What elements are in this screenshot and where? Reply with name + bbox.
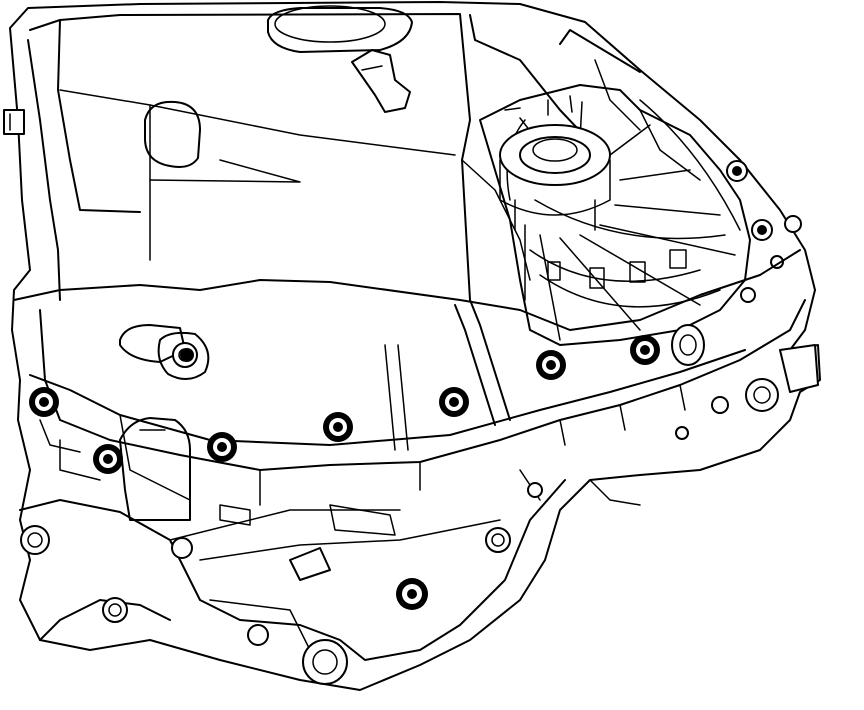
top-bearing-boss [267, 5, 413, 113]
flange-bolts [29, 335, 660, 610]
flange-bolt-7 [630, 335, 660, 365]
lower-bosses [20, 324, 729, 685]
output-stub [745, 344, 819, 412]
flange-bolt-6 [536, 350, 566, 380]
flange-bolt-8 [396, 578, 428, 610]
flange-bolt-2 [93, 444, 123, 474]
left-tab [3, 109, 25, 135]
case-flange [13, 249, 806, 521]
end-cover [479, 29, 751, 346]
flange-bolt-1 [29, 387, 59, 417]
flange-bolt-5 [439, 387, 469, 417]
flange-bolt-3 [207, 432, 237, 462]
lower-housing [19, 419, 641, 661]
bell-housing [27, 13, 599, 301]
flange-bolt-9 [180, 348, 194, 362]
housing-outline [9, 1, 821, 691]
flange-bolt-4 [323, 412, 353, 442]
rim-bolts [726, 160, 802, 303]
